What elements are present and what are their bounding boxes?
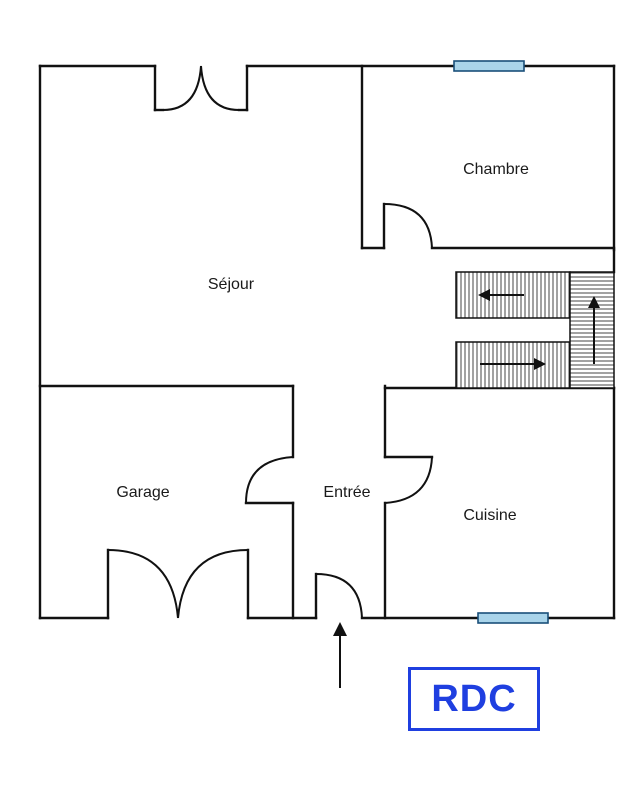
room-label-garage: Garage: [116, 484, 169, 501]
level-badge: RDC: [408, 667, 540, 731]
room-label-entree: Entrée: [323, 484, 370, 501]
cuisine-window: [477, 612, 549, 624]
room-label-sejour: Séjour: [208, 276, 255, 293]
room-label-cuisine: Cuisine: [463, 507, 516, 524]
room-label-chambre: Chambre: [463, 161, 529, 178]
chambre-window: [453, 60, 525, 72]
sejour-double-door: [153, 64, 249, 112]
garage-entree-door: [244, 456, 295, 505]
outer-walls: [38, 64, 616, 620]
garage-double-door: [106, 548, 250, 620]
cuisine-entree-door: [383, 455, 434, 504]
front-door: [314, 572, 363, 620]
arrow-up-icon: [333, 622, 347, 688]
staircase-icon: [455, 271, 615, 389]
level-label: RDC: [431, 677, 517, 720]
chambre-door: [382, 202, 433, 250]
